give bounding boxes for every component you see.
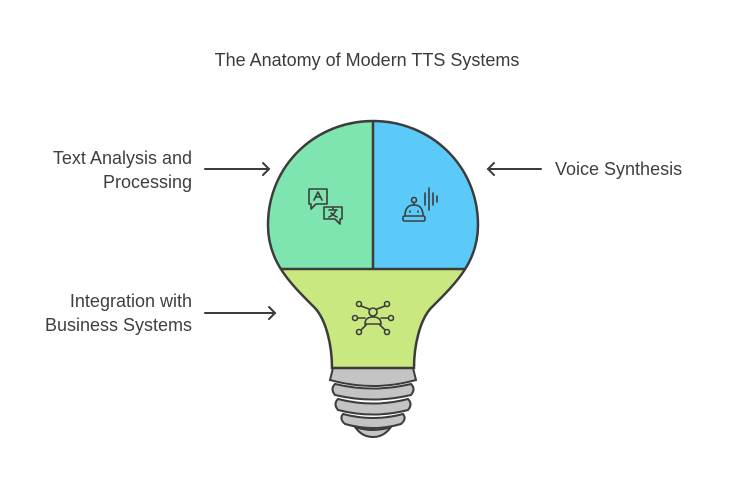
- integration-label-line-2: Business Systems: [44, 315, 192, 335]
- voice-bot-icon: [402, 187, 438, 222]
- text-analysis-label: Text Analysis and Processing: [20, 146, 192, 194]
- arrow-text-analysis: [204, 162, 271, 176]
- bulb-outline: [266, 119, 480, 370]
- integration-label: Integration with Business Systems: [10, 289, 192, 337]
- translate-icon: [308, 188, 343, 225]
- text-analysis-label-line-2: Processing: [102, 172, 192, 192]
- arrow-voice-synthesis: [486, 162, 542, 176]
- network-user-icon: [351, 300, 395, 336]
- integration-label-line-1: Integration with: [69, 291, 192, 311]
- bulb-base: [328, 367, 418, 439]
- arrow-integration: [204, 306, 277, 320]
- voice-synthesis-label: Voice Synthesis: [555, 157, 725, 181]
- diagram-title: The Anatomy of Modern TTS Systems: [214, 50, 520, 70]
- text-analysis-label-line-1: Text Analysis and: [52, 148, 192, 168]
- voice-synthesis-label-line-1: Voice Synthesis: [555, 159, 683, 179]
